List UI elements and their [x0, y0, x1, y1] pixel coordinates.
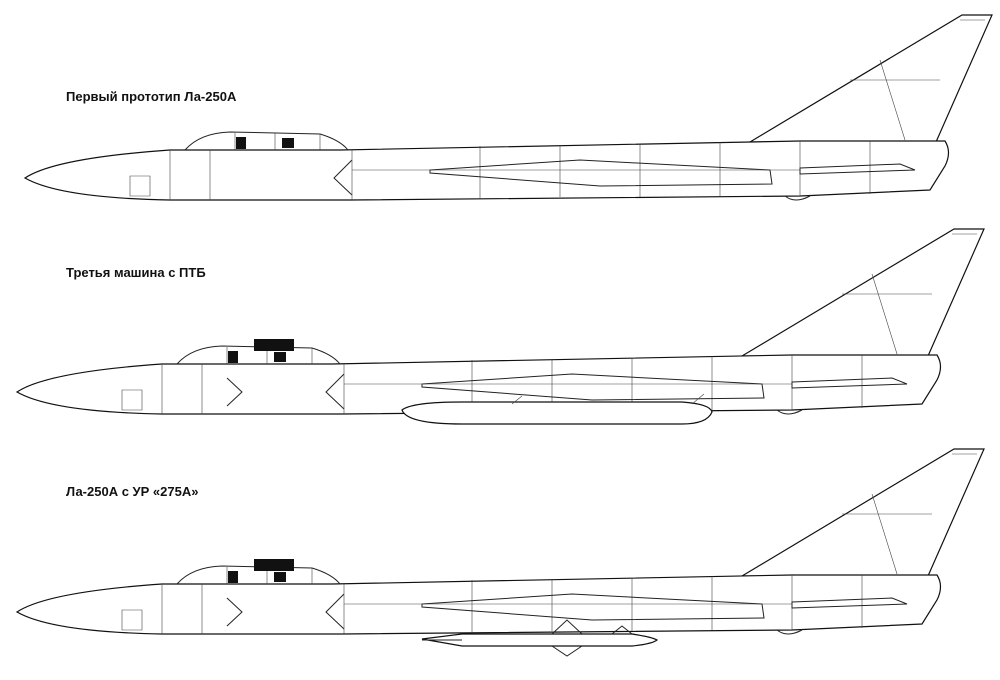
- caption-first-prototype: Первый прототип Ла-250А: [66, 89, 237, 104]
- drop-tank: [401, 401, 713, 425]
- missile-275a: [421, 633, 659, 647]
- aircraft-third-with-drop-tank: [16, 228, 985, 425]
- caption-missile-variant: Ла-250А с УР «275А»: [66, 484, 199, 499]
- aircraft-first-prototype: [24, 14, 993, 201]
- aircraft-with-missile: [16, 448, 985, 657]
- caption-third-aircraft-drop-tank: Третья машина с ПТБ: [66, 265, 206, 280]
- intake-cone-icon: [226, 377, 243, 407]
